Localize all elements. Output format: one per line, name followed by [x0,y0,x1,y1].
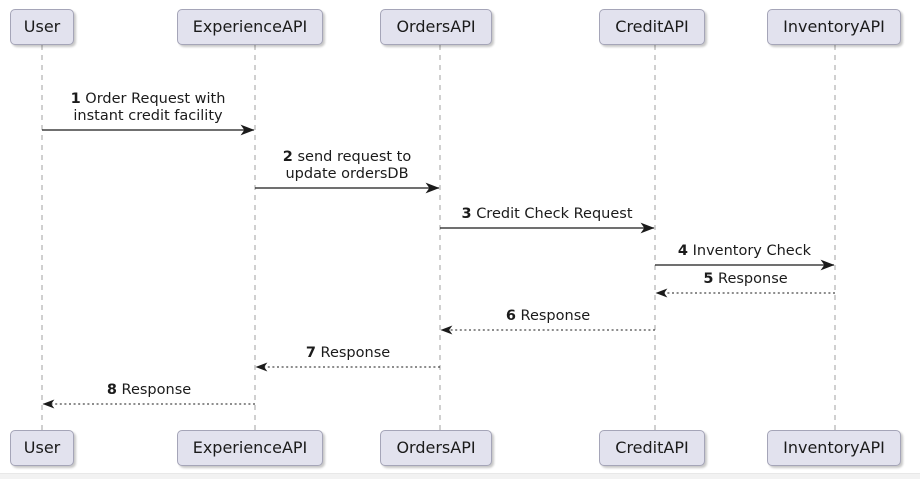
participant-ordersapi-bottom[interactable]: OrdersAPI [380,430,492,466]
message-label-line: 7 Response [256,345,440,362]
message-sequence-number: 3 [461,206,472,222]
message-label-text: Response [520,308,591,324]
participant-ordersapi-top[interactable]: OrdersAPI [380,9,492,45]
message-sequence-number: 5 [703,271,714,287]
participant-label: User [23,17,61,36]
participant-inventoryapi-bottom[interactable]: InventoryAPI [767,430,901,466]
message-label-8: 8 Response [43,382,255,399]
message-label-line: 4 Inventory Check [655,243,834,260]
message-label-text: instant credit facility [73,108,223,124]
message-sequence-number: 6 [505,308,516,324]
message-label-text: send request to [297,149,412,165]
participant-user-top[interactable]: User [10,9,74,45]
message-sequence-number: 4 [677,243,688,259]
message-label-text: Order Request with [85,91,226,107]
message-label-text: Response [320,345,391,361]
participant-inventoryapi-top[interactable]: InventoryAPI [767,9,901,45]
lifelines-group [41,45,836,430]
message-label-text: Credit Check Request [476,206,633,222]
participant-label: ExperienceAPI [192,438,308,457]
footer-band [0,473,920,479]
message-label-line: 6 Response [441,308,655,325]
message-sequence-number: 7 [305,345,316,361]
participant-experienceapi-top[interactable]: ExperienceAPI [177,9,323,45]
participant-user-bottom[interactable]: User [10,430,74,466]
participant-label: InventoryAPI [783,17,885,36]
message-label-6: 6 Response [441,308,655,325]
message-label-line: 3 Credit Check Request [440,206,654,223]
message-label-line: 1 Order Request with [42,91,254,108]
message-label-line: 5 Response [656,271,835,288]
participant-creditapi-bottom[interactable]: CreditAPI [599,430,705,466]
message-label-3: 3 Credit Check Request [440,206,654,223]
message-label-line: 8 Response [43,382,255,399]
message-sequence-number: 8 [106,382,117,398]
participant-label: CreditAPI [615,17,689,36]
participant-experienceapi-bottom[interactable]: ExperienceAPI [177,430,323,466]
message-sequence-number: 2 [282,149,293,165]
participant-creditapi-top[interactable]: CreditAPI [599,9,705,45]
message-label-text: Inventory Check [692,243,812,259]
message-label-4: 4 Inventory Check [655,243,834,260]
message-label-text: update ordersDB [285,166,409,182]
message-label-line: 2 send request to [255,149,439,166]
message-label-text: Response [718,271,788,287]
message-label-5: 5 Response [656,271,835,288]
participant-label: User [23,438,61,457]
participant-label: OrdersAPI [396,17,476,36]
participant-label: OrdersAPI [396,438,476,457]
message-sequence-number: 1 [70,91,81,107]
participant-label: CreditAPI [615,438,689,457]
participant-label: InventoryAPI [783,438,885,457]
participant-label: ExperienceAPI [192,17,308,36]
message-label-text: Response [121,382,192,398]
message-arrows-group [42,124,835,409]
message-label-7: 7 Response [256,345,440,362]
